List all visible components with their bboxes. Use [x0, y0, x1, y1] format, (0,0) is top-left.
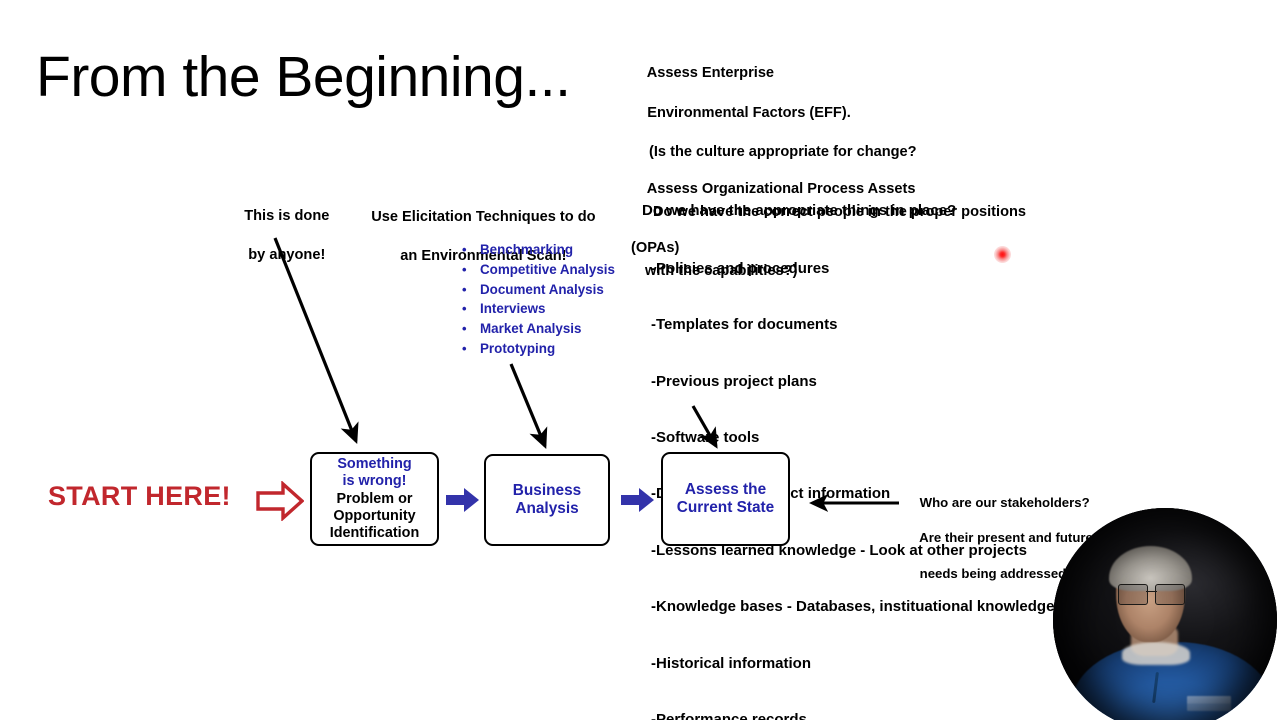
- technique-label: Benchmarking: [480, 242, 574, 257]
- opa-list-item: -Previous project plans: [651, 372, 817, 390]
- annotation-line: Use Elicitation Techniques to do: [371, 209, 596, 226]
- presenter-webcam-avatar[interactable]: [1053, 508, 1277, 720]
- eff-detail-line1: (Is the culture appropriate for change?: [649, 144, 917, 161]
- eff-detail-line2: Do we have the correct people in the pro…: [653, 203, 1027, 220]
- technique-label: Interviews: [480, 301, 546, 317]
- eff-text-block: Assess Enterprise Environmental Factors …: [631, 44, 1026, 322]
- annotation-line: an Environmental Scan!: [400, 248, 567, 265]
- flow-box-black-body: Problem or Opportunity Identification: [329, 491, 420, 541]
- opa-list-item: -Lessons learned knowledge - Look at oth…: [651, 541, 1027, 559]
- technique-list-item: • Interviews: [462, 299, 615, 319]
- bullet-icon: •: [462, 261, 467, 277]
- flow-box-problem-identification[interactable]: Something is wrong! Problem or Opportuni…: [310, 452, 439, 546]
- webcam-glasses-icon: [1117, 584, 1186, 606]
- eff-detail-line3: with the capabilities?): [645, 263, 798, 280]
- annotation-line: needs being addressed?: [919, 566, 1075, 582]
- opa-list-item: -Templates for documents: [651, 316, 838, 334]
- opa-heading-line2: (OPAs): [631, 240, 680, 257]
- opa-list-item: -Historical information: [651, 654, 812, 672]
- start-here-label: START HERE!: [48, 481, 231, 511]
- technique-list-item: • Prototyping: [462, 339, 615, 359]
- page-title: From the Beginning...: [36, 45, 571, 109]
- flow-box-business-analysis[interactable]: Business Analysis: [484, 454, 610, 546]
- annotation-line: This is done: [244, 208, 330, 225]
- opa-heading-block: Assess Organizational Process Assets (OP…: [631, 160, 915, 299]
- technique-list-item: • Market Analysis: [462, 319, 615, 339]
- arrow-techniques-to-business-box: [509, 363, 548, 449]
- annotation-done-by-anyone: This is done by anyone!: [228, 188, 329, 285]
- opa-heading-line1: Assess Organizational Process Assets: [646, 180, 916, 197]
- technique-list-item: • Document Analysis: [462, 280, 615, 300]
- bullet-icon: •: [462, 321, 467, 337]
- bullet-icon: •: [462, 281, 467, 297]
- technique-label: Market Analysis: [480, 321, 582, 337]
- annotation-line: by anyone!: [248, 247, 326, 264]
- opa-list-item: -Policies and procedures: [651, 259, 830, 277]
- annotation-line: Who are our stakeholders?: [919, 494, 1090, 510]
- eff-heading-line1: Assess Enterprise: [646, 64, 775, 81]
- eff-heading-line2: Environmental Factors (EFF).: [647, 104, 851, 121]
- bullet-icon: •: [462, 301, 467, 317]
- opa-list-item: -Performance records: [651, 711, 807, 720]
- technique-label: Document Analysis: [480, 281, 604, 297]
- blue-connector-arrow-icon: [621, 488, 654, 512]
- bullet-icon: •: [462, 242, 467, 257]
- technique-label: Competitive Analysis: [480, 261, 615, 277]
- elicitation-technique-list: • Benchmarking • Competitive Analysis • …: [462, 240, 615, 359]
- flow-box-blue-heading: Something is wrong!: [337, 456, 412, 490]
- glasses-lens-right: [1154, 584, 1186, 606]
- technique-list-item: • Benchmarking: [462, 240, 615, 260]
- webcam-vignette: [1053, 508, 1277, 720]
- webcam-collar: [1122, 642, 1190, 665]
- glasses-lens-left: [1117, 584, 1149, 606]
- webcam-shirt-logo: [1187, 696, 1232, 712]
- technique-list-item: • Competitive Analysis: [462, 260, 615, 280]
- start-here-arrow-icon: [256, 481, 304, 521]
- webcam-hair: [1109, 546, 1192, 591]
- glasses-bridge: [1146, 590, 1157, 593]
- technique-label: Prototyping: [480, 341, 556, 357]
- bullet-icon: •: [462, 341, 467, 357]
- flow-box-assess-current-state[interactable]: Assess the Current State: [661, 452, 790, 546]
- laser-pointer-dot: [994, 246, 1011, 263]
- opa-list-item: -Software tools: [651, 428, 760, 446]
- opa-question: Do we have the appropriate things in pla…: [642, 202, 957, 219]
- annotation-elicitation: Use Elicitation Techniques to do an Envi…: [355, 189, 596, 286]
- blue-connector-arrow-icon: [446, 488, 479, 512]
